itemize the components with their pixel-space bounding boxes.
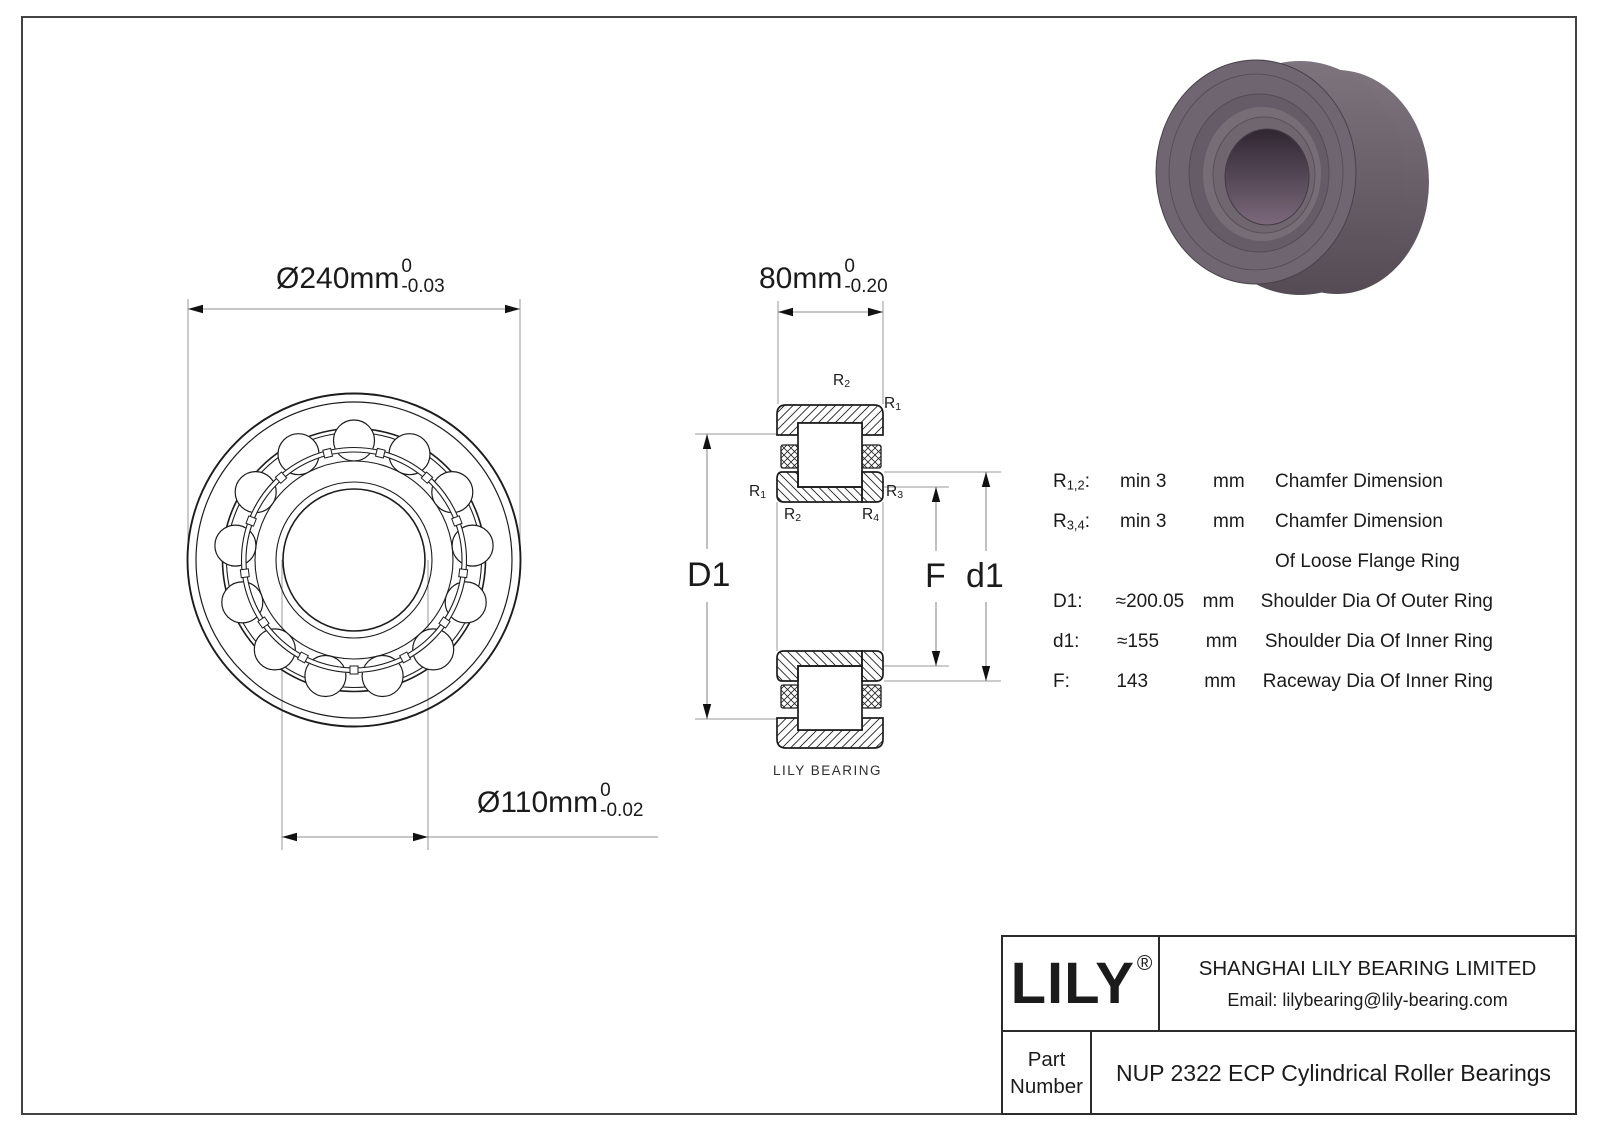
roller-section-upper <box>797 422 863 488</box>
page-border <box>21 16 1577 1115</box>
spec-desc: Chamfer Dimension <box>1275 511 1443 532</box>
spec-desc: Chamfer Dimension <box>1275 471 1443 492</box>
inner-ring-section-upper <box>776 471 863 503</box>
spec-value: min 3 <box>1120 471 1167 492</box>
dimension-lines <box>188 304 991 842</box>
bearing-photo <box>1155 59 1429 295</box>
loose-flange-ring-upper <box>861 471 884 503</box>
spec-param: D1: <box>1053 591 1083 612</box>
width-tolerance: 0 -0.20 <box>844 256 888 297</box>
dimension-arrowheads <box>188 304 991 842</box>
registered-mark: ® <box>1136 951 1153 975</box>
title-block: LILY® SHANGHAI LILY BEARING LIMITED Emai… <box>1001 935 1577 1115</box>
company-name: SHANGHAI LILY BEARING LIMITED <box>1198 956 1537 980</box>
inner-ring-section-lower <box>776 650 863 682</box>
part-number-label: Part Number <box>1003 1032 1092 1115</box>
spec-value: min 3 <box>1120 511 1167 532</box>
spec-desc: Shoulder Dia Of Outer Ring <box>1260 591 1493 612</box>
part-name: NUP 2322 ECP Cylindrical Roller Bearings <box>1115 1060 1552 1086</box>
spec-row: F: 143 mm Raceway Dia Of Inner Ring <box>1053 662 1493 702</box>
spec-value: ≈155 <box>1116 631 1160 652</box>
spec-unit: mm <box>1205 631 1238 652</box>
spec-table: R1,2: min 3 mm Chamfer Dimension R3,4: m… <box>1053 462 1493 702</box>
spec-row: R3,4: min 3 mm Chamfer Dimension <box>1053 502 1493 542</box>
spec-unit: mm <box>1213 471 1245 492</box>
chamfer-callout-r1-top: R1 <box>884 395 902 413</box>
company-logo: LILY® <box>1003 937 1160 1030</box>
chamfer-callout-r2-left: R2 <box>784 506 802 524</box>
loose-flange-ring-lower <box>861 650 884 682</box>
spec-param: R3,4: <box>1053 511 1090 533</box>
outer-ring-section-lower <box>776 717 884 749</box>
front-view <box>186 299 522 850</box>
spec-desc: Of Loose Flange Ring <box>1275 551 1460 572</box>
spec-param: F: <box>1053 671 1070 692</box>
chamfer-callout-r2-top: R2 <box>833 372 851 390</box>
width-value: 80mm <box>759 262 843 296</box>
od-tolerance: 0 -0.03 <box>401 256 445 297</box>
spec-unit: mm <box>1204 671 1236 692</box>
d1-outer-shoulder-label: D1 <box>687 556 731 594</box>
bore-tolerance: 0 -0.02 <box>600 780 644 821</box>
spec-param: d1: <box>1053 631 1080 652</box>
bore-value: Ø110mm <box>477 786 599 820</box>
spec-value: 143 <box>1116 671 1149 692</box>
logo-text: LILY <box>1010 951 1135 1016</box>
spec-desc: Raceway Dia Of Inner Ring <box>1262 671 1493 692</box>
outer-diameter-dimension: Ø240mm 0 -0.03 <box>276 257 445 297</box>
company-email: Email: lilybearing@lily-bearing.com <box>1227 989 1508 1010</box>
width-dimension: 80mm 0 -0.20 <box>759 257 888 297</box>
cross-section-view <box>695 301 1001 749</box>
spec-desc: Shoulder Dia Of Inner Ring <box>1264 631 1493 652</box>
d1-inner-shoulder-label: d1 <box>966 557 1004 595</box>
chamfer-callout-r3-right: R3 <box>886 483 904 501</box>
spec-row: Of Loose Flange Ring <box>1053 542 1493 582</box>
spec-unit: mm <box>1202 591 1235 612</box>
raceway-label: F <box>925 557 946 595</box>
roller-section-lower <box>797 665 863 731</box>
spec-value: ≈200.05 <box>1115 591 1185 612</box>
outer-ring-section-upper <box>776 404 884 436</box>
spec-row: D1: ≈200.05 mm Shoulder Dia Of Outer Rin… <box>1053 582 1493 622</box>
cage-bridges <box>239 447 469 675</box>
spec-unit: mm <box>1213 511 1245 532</box>
spec-row: d1: ≈155 mm Shoulder Dia Of Inner Ring <box>1053 622 1493 662</box>
chamfer-callout-r1-left: R1 <box>749 483 767 501</box>
section-watermark: LILY BEARING <box>773 763 883 778</box>
bore-diameter-dimension: Ø110mm 0 -0.02 <box>477 781 643 821</box>
chamfer-callout-r4-right: R4 <box>862 506 880 524</box>
spec-param: R1,2: <box>1053 471 1090 493</box>
od-value: Ø240mm <box>276 262 400 296</box>
spec-row: R1,2: min 3 mm Chamfer Dimension <box>1053 462 1493 502</box>
